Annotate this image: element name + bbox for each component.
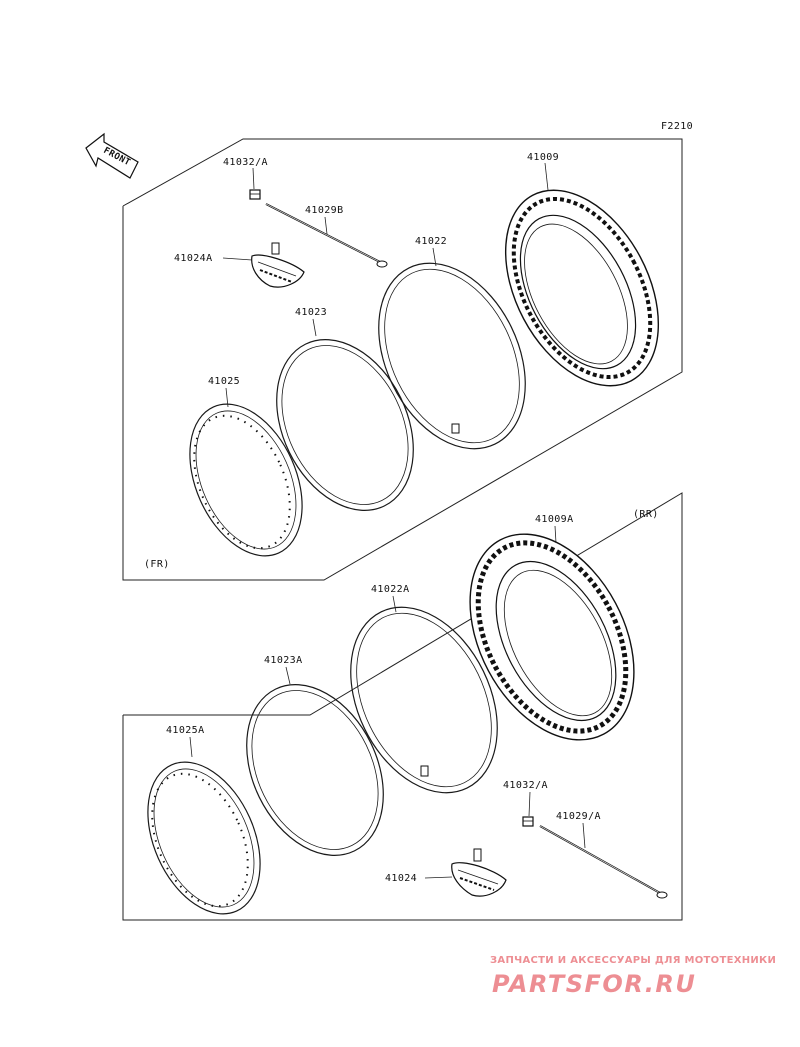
label-front-spoke-wire: 41029B xyxy=(305,205,344,216)
label-rear-rim-strip: 41023A xyxy=(264,655,303,666)
rear-rim xyxy=(147,761,261,915)
watermark: ЗАПЧАСТИ И АКСЕССУАРЫ ДЛЯ МОТОТЕХНИКИ PA… xyxy=(490,955,776,998)
rear-rim-band xyxy=(451,848,507,897)
label-front-rim-strip: 41023 xyxy=(295,307,327,318)
label-front-rim-band: 41024A xyxy=(174,253,213,264)
label-front-tube: 41022 xyxy=(415,236,447,247)
front-tube xyxy=(378,262,526,450)
front-tube-valve-icon xyxy=(451,423,460,434)
watermark-subtitle: ЗАПЧАСТИ И АКСЕССУАРЫ ДЛЯ МОТОТЕХНИКИ xyxy=(490,955,776,966)
label-rear-valve-cap: 41032/A xyxy=(503,780,548,791)
front-section-tag: (FR) xyxy=(144,559,170,570)
label-rear-rim-band: 41024 xyxy=(385,873,417,884)
label-front-rim: 41025 xyxy=(208,376,240,387)
front-tire xyxy=(504,189,660,387)
front-rim-band xyxy=(251,242,305,288)
front-spoke-wire xyxy=(265,203,388,268)
rear-tire xyxy=(469,533,635,741)
label-rear-tire: 41009A xyxy=(535,514,574,525)
front-arrow-icon: FRONT xyxy=(85,132,139,179)
label-front-valve-cap: 41032/A xyxy=(223,157,268,168)
label-rear-rim: 41025A xyxy=(166,725,205,736)
front-valve-cap xyxy=(249,189,261,200)
figure-code: F2210 xyxy=(661,121,693,132)
watermark-brand: PARTSFOR.RU xyxy=(492,970,696,998)
rear-section-frame xyxy=(122,492,683,921)
rear-valve-cap xyxy=(522,816,534,827)
label-rear-tube: 41022A xyxy=(371,584,410,595)
front-section-frame xyxy=(122,138,683,581)
rear-spoke-wire xyxy=(539,825,668,899)
rear-tube-valve-icon xyxy=(420,765,429,777)
rear-section-tag: (RR) xyxy=(633,509,659,520)
rear-rim-strip xyxy=(246,684,384,856)
label-rear-spoke-wire: 41029/A xyxy=(556,811,601,822)
front-rim xyxy=(189,403,303,557)
rear-tube xyxy=(350,606,498,794)
front-rim-strip xyxy=(276,339,414,511)
label-front-tire: 41009 xyxy=(527,152,559,163)
